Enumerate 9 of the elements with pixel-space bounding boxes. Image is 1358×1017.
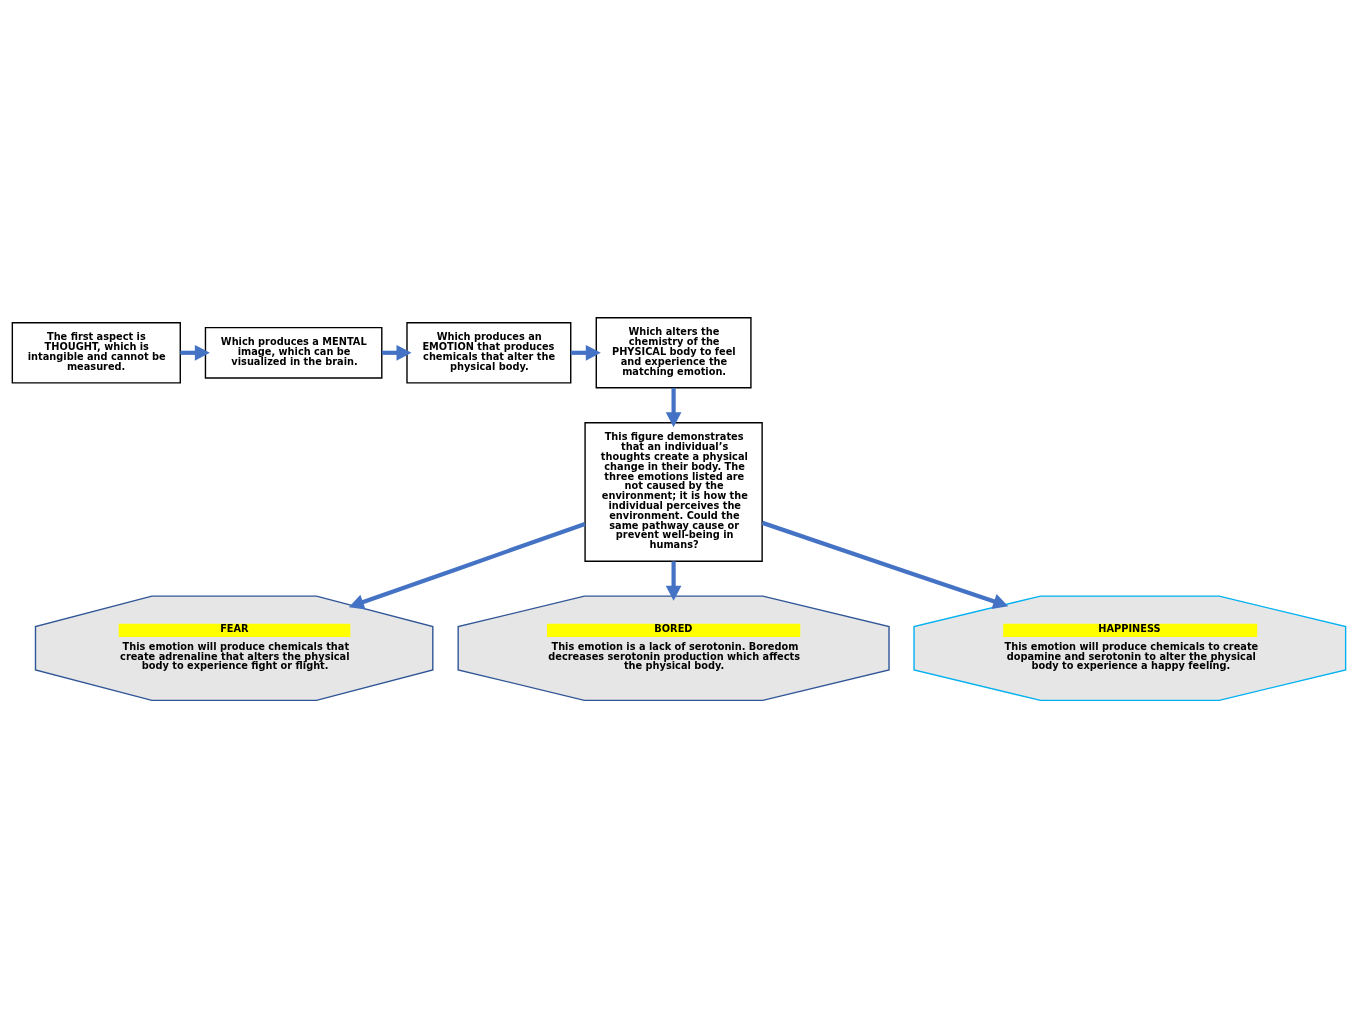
node-box: Which produces an EMOTION that produces chemicals that alter the physical body. — [406, 321, 572, 384]
arrow — [348, 521, 586, 610]
node-box: The first aspect is THOUGHT, which is intangible and cannot be measured. — [11, 321, 181, 384]
arrow — [761, 520, 1009, 609]
node-box: Which produces a MENTAL image, which can be visualized in the brain. — [204, 326, 383, 379]
arrow — [665, 387, 682, 427]
arrow — [665, 560, 682, 601]
node-box: This figure demonstrates that an individual’s thoughts create a physical change in their body. The three emotions listed are not caused by the environment; it is how the individual perceives the environment. Could the same pathway cause or prevent well-being in humans? — [584, 421, 763, 562]
node-box: Which alters the chemistry of the PHYSICAL body to feel and experience the matching emotion. — [595, 316, 752, 388]
